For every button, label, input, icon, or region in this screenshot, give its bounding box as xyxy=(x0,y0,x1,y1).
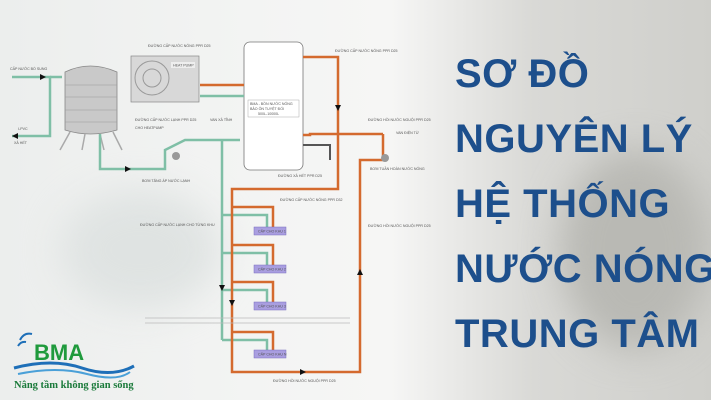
title-line: HỆ THỐNG xyxy=(455,182,671,226)
booster-pump-icon xyxy=(172,152,180,160)
label: ĐƯỜNG HỒI NƯỚC NGUỘI PPR D25 xyxy=(273,378,336,383)
zone-label: CẤP CHO KHU 2 xyxy=(258,268,286,272)
label: ĐƯỜNG XẢ HẾT PPR D25 xyxy=(278,173,322,178)
title-line: SƠ ĐỒ xyxy=(455,52,590,96)
label: CẤP NƯỚC BỔ SUNG xyxy=(10,66,47,71)
zone-box xyxy=(253,349,287,359)
label: ĐƯỜNG CẤP NƯỚC NÓNG PPR D25 xyxy=(335,48,398,53)
label: ĐƯỜNG CẤP NƯỚC NÓNG PPR D32 xyxy=(280,197,343,202)
label: ĐƯỜNG CẤP NƯỚC NÓNG PPR D25 xyxy=(148,43,211,48)
title-line: TRUNG TÂM xyxy=(455,312,700,356)
zone-box xyxy=(253,301,287,311)
hot-water-cylinder: BMA - BỒN NƯỚC NÓNG BẢO ÔN TUYỆT ĐỐI 500… xyxy=(243,41,304,171)
svg-text:BMA: BMA xyxy=(34,340,84,365)
background-blur xyxy=(560,150,710,350)
tank-label-line: BẢO ÔN TUYỆT ĐỐI xyxy=(250,106,284,111)
label: VAN ĐIỆN TỪ xyxy=(396,130,419,135)
zone-boxes: CẤP CHO KHU 1 CẤP CHO KHU 2 CẤP CHO KHU … xyxy=(253,226,287,359)
flow-arrows xyxy=(12,74,363,375)
logo-slogan: Nâng tầm không gian sống xyxy=(14,380,134,391)
bma-logo: BMA xyxy=(13,332,135,379)
hot-water-pipes xyxy=(200,55,385,374)
heat-pump-label: HEAT PUMP xyxy=(173,64,194,68)
title-line: NGUYÊN LÝ xyxy=(455,117,693,161)
label: BƠM TĂNG ÁP NƯỚC LẠNH xyxy=(142,178,190,183)
label: VAN XẢ TĨNH xyxy=(210,117,233,122)
label: ĐƯỜNG HỒI NƯỚC NGUỘI PPR D25 xyxy=(368,223,431,228)
tank-label-line: 500L-10000L xyxy=(258,112,279,116)
label: ĐƯỜNG CẤP NƯỚC LẠNH CHO TỪNG KHU xyxy=(140,222,215,227)
zone-box xyxy=(253,226,287,236)
label: I-PVC xyxy=(18,127,28,131)
label: XẢ HẾT xyxy=(14,140,28,145)
break-line xyxy=(145,317,350,324)
zone-label: CẤP CHO KHU 3 xyxy=(258,305,286,309)
title-line: NƯỚC NÓNG xyxy=(455,247,711,291)
background-blur xyxy=(60,190,220,310)
circulation-pump-icon xyxy=(381,154,389,162)
page-title: SƠ ĐỒ NGUYÊN LÝ HỆ THỐNG NƯỚC NÓNG TRUNG… xyxy=(455,42,711,367)
label: CHO HEATPUMP xyxy=(135,126,164,130)
label: ĐƯỜNG CẤP NƯỚC LẠNH PPR D25 xyxy=(135,117,196,122)
zone-label: CẤP CHO KHU N xyxy=(258,353,287,357)
cold-water-pipes xyxy=(12,75,269,352)
drain-pipe xyxy=(303,144,331,160)
label: ĐƯỜNG HỒI NƯỚC NGUỘI PPR D25 xyxy=(368,117,431,122)
label: BƠM TUẦN HOÀN NƯỚC NÓNG xyxy=(370,166,425,171)
zone-box xyxy=(253,264,287,274)
zone-label: CẤP CHO KHU 1 xyxy=(258,230,286,234)
tank-label-line: BMA - BỒN NƯỚC NÓNG xyxy=(250,101,293,106)
water-storage-tank xyxy=(59,65,123,151)
heat-pump-unit: HEAT PUMP xyxy=(130,55,200,103)
